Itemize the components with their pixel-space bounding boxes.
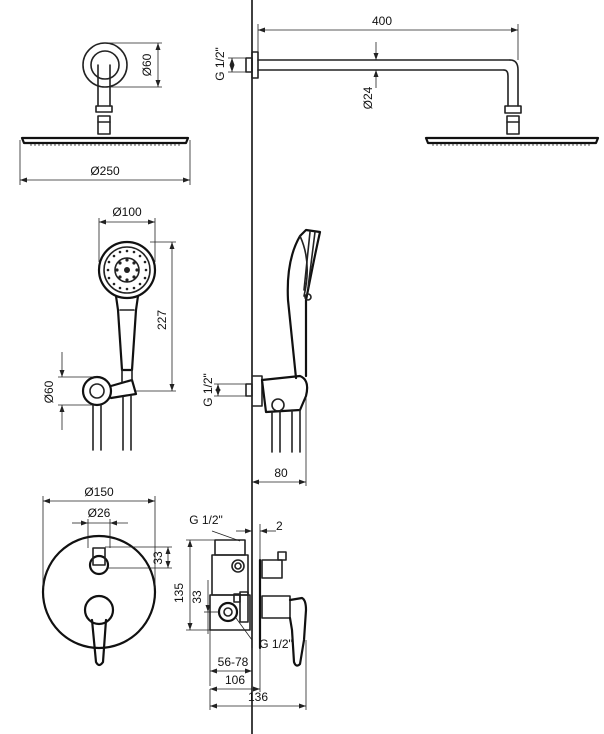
mixer-body-side-view: G 1/2" 2 135 33 G 1/2" 56-78 106 136	[172, 513, 308, 710]
dim-rosette-diameter: Ø150	[84, 485, 114, 499]
dim-depth-to-rosette: 106	[225, 673, 245, 687]
mixer-rosette-front-view: Ø150 Ø26 33	[41, 485, 172, 667]
hand-shower-side-view: G 1/2" 80	[201, 228, 322, 486]
dim-plaster-gap: 2	[276, 519, 283, 533]
dim-hand-shower-length: 227	[155, 310, 169, 330]
overhead-shower-side-view: 400 Ø24 G 1/2"	[213, 14, 600, 146]
dim-hand-shower-diameter: Ø100	[112, 205, 142, 219]
dim-head-diameter: Ø250	[90, 164, 120, 178]
dim-holder-diameter: Ø60	[42, 380, 56, 403]
dim-total-depth: 136	[248, 690, 268, 704]
dim-arm-length: 400	[372, 14, 392, 28]
dim-thread-body-bottom: G 1/2"	[259, 637, 293, 651]
dim-thread-middle: G 1/2"	[201, 373, 215, 407]
dim-diverter-offset: 33	[151, 551, 165, 565]
dim-thread-top: G 1/2"	[213, 47, 227, 81]
dim-body-center-offset: 33	[190, 590, 204, 604]
dim-flange-diameter-top: Ø60	[140, 53, 154, 76]
dim-body-height: 135	[172, 583, 186, 603]
wall-flange-circle	[82, 42, 128, 88]
dim-install-depth-range: 56-78	[218, 655, 249, 669]
hand-shower-front-view: Ø100 227 Ø60	[42, 205, 176, 451]
dim-diverter-diameter: Ø26	[88, 506, 111, 520]
dim-arm-diameter: Ø24	[361, 86, 375, 109]
dim-thread-body-top: G 1/2"	[189, 513, 223, 527]
dim-holder-projection: 80	[274, 466, 288, 480]
overhead-shower-front-view: Ø60 Ø250	[19, 42, 191, 185]
